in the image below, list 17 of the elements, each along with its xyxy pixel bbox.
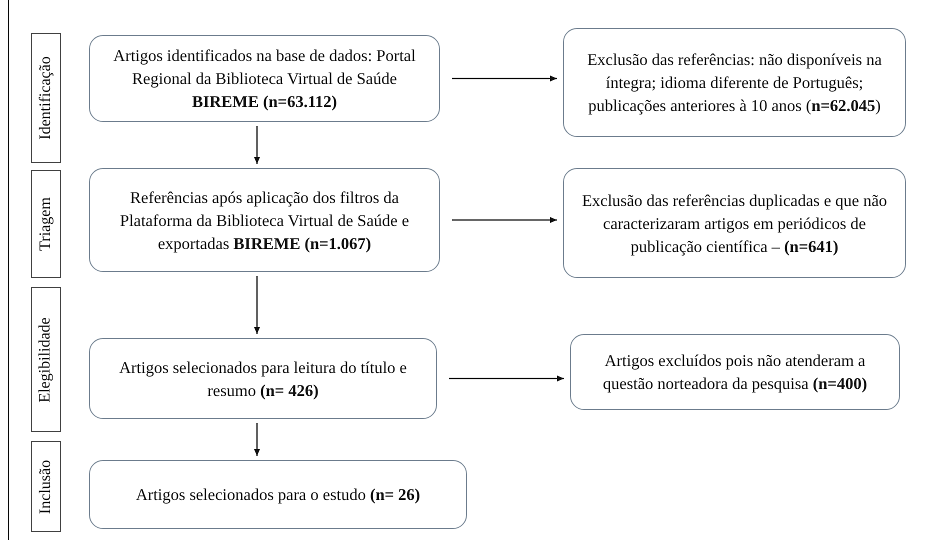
process-box: Artigos selecionados para leitura do título e resumo (n= 426): [89, 338, 437, 419]
stage-label-box: Inclusão: [31, 441, 61, 532]
process-box: Artigos identificados na base de dados: Portal Regional da Biblioteca Virtual de Saúde BIREME (n=63.112): [89, 35, 440, 122]
stage-label-box: Triagem: [31, 170, 61, 278]
arrow: [452, 76, 557, 82]
process-box: Exclusão das referências duplicadas e que não caracterizaram artigos em periódicos de publicação científica – (n=641): [563, 168, 906, 278]
stage-label-box: Elegibilidade: [31, 287, 61, 432]
arrow: [449, 376, 564, 382]
stage-label-box: Identificação: [31, 33, 61, 163]
process-box: Artigos selecionados para o estudo (n= 26): [89, 460, 467, 529]
arrow: [254, 126, 260, 164]
process-box: Referências após aplicação dos filtros da Plataforma da Biblioteca Virtual de Saúde e exportadas BIREME (n=1.067): [89, 168, 440, 272]
process-box: Exclusão das referências: não disponíveis na íntegra; idioma diferente de Português; publicações anteriores à 10 anos (n=62.045): [563, 28, 906, 137]
arrow: [254, 276, 260, 334]
process-box: Artigos excluídos pois não atenderam a questão norteadora da pesquisa (n=400): [570, 334, 900, 410]
arrow: [254, 423, 260, 456]
arrow: [452, 217, 557, 223]
